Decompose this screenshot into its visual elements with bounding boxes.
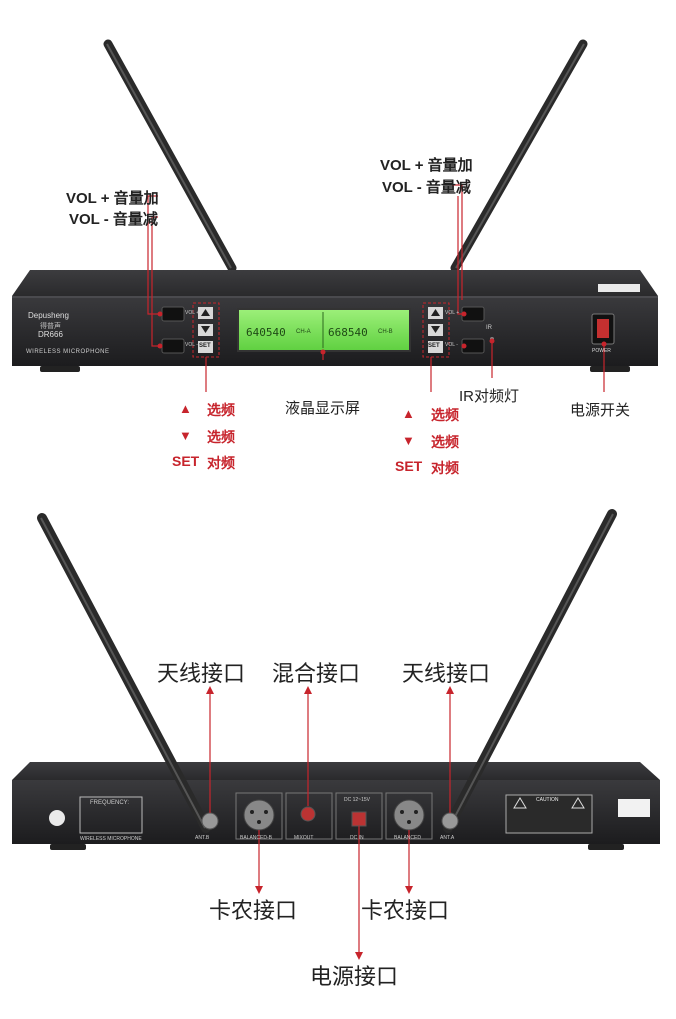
xlr-b-connector xyxy=(243,799,275,831)
front-sticker xyxy=(598,284,640,292)
power-switch xyxy=(591,313,615,345)
back-antenna-right xyxy=(443,509,617,833)
front-antenna-right xyxy=(450,39,588,273)
panel-vol-minus-right: VOL - xyxy=(445,342,458,348)
xlr-a-connector xyxy=(393,799,425,831)
callout-left-set: 对频 xyxy=(207,455,235,471)
callout-right-set: 对频 xyxy=(431,460,459,476)
callout-mix: 混合接口 xyxy=(272,661,361,686)
panel-power-label: POWER xyxy=(592,348,611,354)
front-antenna-left xyxy=(103,39,237,273)
callout-right-up: 选频 xyxy=(431,407,459,423)
lcd-screen xyxy=(237,308,411,352)
balanced-a-label: BALANCED xyxy=(394,835,421,841)
callout-left-vol-plus: VOL + 音量加 xyxy=(66,190,159,207)
ant-b-connector xyxy=(201,812,219,830)
lcd-freq-b: 668540 xyxy=(328,326,368,339)
back-callout-lines xyxy=(209,690,451,956)
callout-left-set-key: SET xyxy=(172,453,200,469)
mixout-label: MIXOUT xyxy=(294,835,314,841)
right-down-triangle: ▼ xyxy=(402,433,415,448)
front-foot-right xyxy=(590,366,630,372)
dc-in-label: DC IN xyxy=(350,835,364,841)
callout-ir: IR对频灯 xyxy=(459,388,520,405)
callout-left-up: 选频 xyxy=(207,402,235,418)
back-series-label: WIRELESS MICROPHONE xyxy=(80,836,142,842)
callout-power: 电源开关 xyxy=(570,402,631,419)
left-up-triangle: ▲ xyxy=(179,401,192,416)
panel-ir: IR xyxy=(486,325,492,331)
mixout-jack xyxy=(300,806,316,822)
callout-left-vol-minus: VOL - 音量减 xyxy=(69,211,158,228)
dc-in-jack xyxy=(351,811,367,827)
callout-xlr-left: 卡农接口 xyxy=(209,898,298,923)
panel-set-right: SET xyxy=(428,343,440,349)
back-chassis-top xyxy=(12,762,660,780)
callout-lcd: 液晶显示屏 xyxy=(285,400,361,417)
lcd-ch-a: CH-A xyxy=(296,329,311,335)
brand-name: Depusheng xyxy=(28,311,69,320)
back-sticker xyxy=(618,799,650,817)
front-chassis-top xyxy=(12,270,658,296)
freq-label: FREQUENCY: xyxy=(90,800,130,806)
right-select-box xyxy=(422,302,450,358)
front-callout-dots xyxy=(157,311,607,355)
callout-right-set-key: SET xyxy=(395,458,423,474)
callout-right-vol-plus: VOL + 音量加 xyxy=(380,157,473,174)
right-up-triangle: ▲ xyxy=(402,406,415,421)
caution-text: CAUTION xyxy=(536,797,559,803)
front-series-label: WIRELESS MICROPHONE xyxy=(26,349,110,355)
callout-antenna-right: 天线接口 xyxy=(402,661,491,686)
front-controls-right xyxy=(428,306,485,354)
lcd-freq-a: 640540 xyxy=(246,326,286,339)
frequency-sticker xyxy=(79,796,143,834)
front-foot-left xyxy=(40,366,80,372)
front-controls-left xyxy=(161,306,213,354)
callout-antenna-left: 天线接口 xyxy=(157,661,246,686)
model-name: DR666 xyxy=(38,330,63,339)
front-callout-lines xyxy=(147,184,605,392)
back-antenna-left xyxy=(37,513,211,833)
callout-power-port: 电源接口 xyxy=(310,964,399,989)
ant-a-connector xyxy=(441,812,459,830)
brand-cn: 得普声 xyxy=(40,323,61,330)
left-down-triangle: ▼ xyxy=(179,428,192,443)
panel-vol-minus-left: VOL - xyxy=(185,342,198,348)
ce-badge xyxy=(49,810,65,826)
dc-label: DC 12~15V xyxy=(344,797,370,803)
ant-a-label: ANT.A xyxy=(440,835,455,841)
callout-xlr-right: 卡农接口 xyxy=(361,898,450,923)
caution-label xyxy=(505,794,593,834)
callout-right-vol-minus: VOL - 音量减 xyxy=(382,179,471,196)
callout-left-down: 选频 xyxy=(207,429,235,445)
panel-vol-plus-left: VOL + xyxy=(185,310,200,316)
panel-set-left: SET xyxy=(199,343,211,349)
panel-vol-plus-right: VOL + xyxy=(445,310,460,316)
lcd-ch-b: CH-B xyxy=(378,329,393,335)
balanced-b-label: BALANCED-B xyxy=(240,835,272,841)
callout-right-down: 选频 xyxy=(431,434,459,450)
ant-b-label: ANT.B xyxy=(195,835,210,841)
